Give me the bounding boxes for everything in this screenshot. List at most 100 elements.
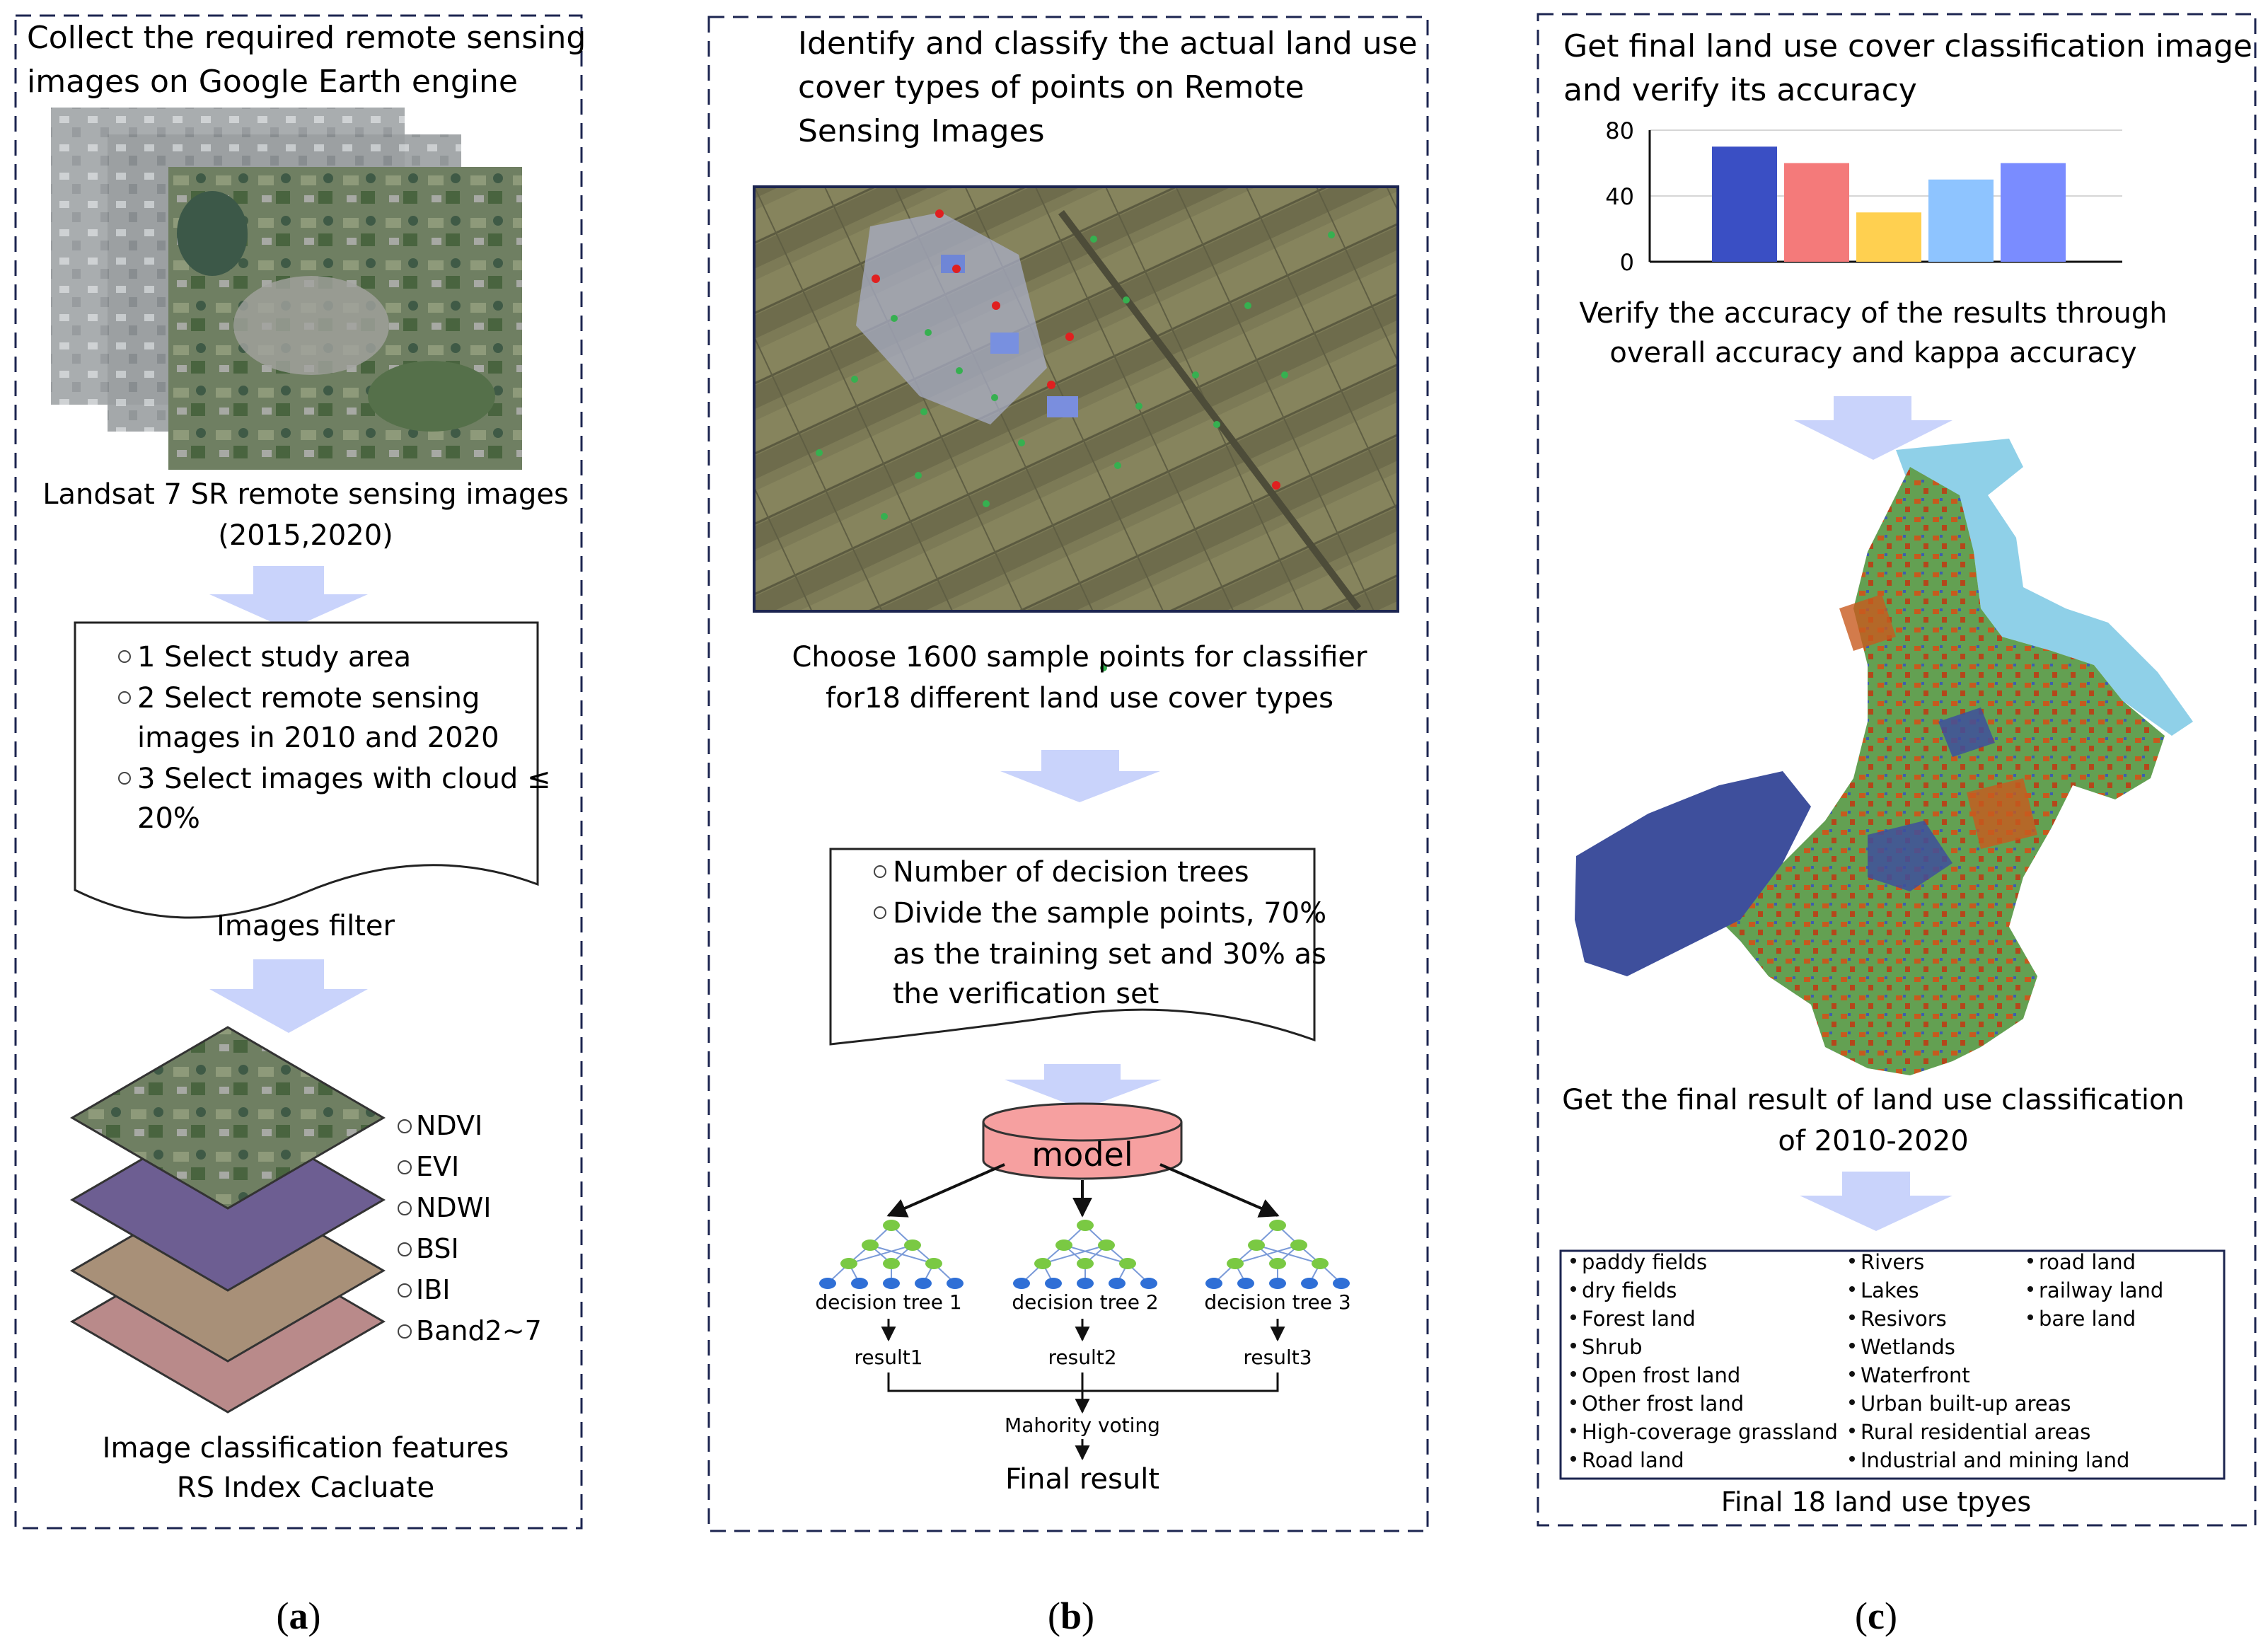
legend-item: Other frost land [1582, 1392, 1744, 1416]
result-line2: of 2010-2020 [1778, 1125, 1968, 1157]
tree-leaf-node [1237, 1278, 1254, 1289]
chart-bar [2001, 163, 2066, 262]
tree-leaf-node [1045, 1278, 1062, 1289]
chart-y-tick-label: 40 [1605, 183, 1634, 210]
decision-tree-group [819, 1220, 1350, 1289]
tree-leaf-node [947, 1278, 964, 1289]
panel-a-label: (a) [277, 1595, 321, 1637]
tree-node [840, 1258, 857, 1269]
result-3-label: result3 [1243, 1346, 1312, 1369]
tree-node [1248, 1239, 1265, 1251]
tree-node [1034, 1258, 1051, 1269]
settings-list: Number of decision trees Divide the samp… [874, 856, 1326, 1010]
tree-root-node [1269, 1220, 1286, 1231]
model-arrow-left [886, 1163, 1005, 1218]
classifier-settings-document [829, 848, 1316, 1046]
legend-item: Industrial and mining land [1861, 1448, 2129, 1472]
model-cylinder: model [982, 1102, 1183, 1180]
bullet-icon [118, 650, 131, 663]
panel-a-title-line2: images on Google Earth engine [27, 64, 518, 100]
bullet-icon [398, 1283, 412, 1298]
setting-decision-trees: Number of decision trees [893, 856, 1249, 889]
panel-b: Identify and classify the actual land us… [707, 16, 1429, 1637]
tree-leaf-node [1109, 1278, 1126, 1289]
panel-a: Collect the required remote sensing imag… [14, 14, 586, 1637]
tree-leaf-node [1077, 1278, 1094, 1289]
chart-bar [1784, 163, 1849, 262]
tree-root-node [1077, 1220, 1094, 1231]
tree-2-label: decision tree 2 [1012, 1290, 1158, 1314]
filter-item-list: 1 Select study area 2 Select remote sens… [118, 641, 551, 835]
bullet-icon [398, 1242, 412, 1256]
chart-bar [1856, 212, 1921, 262]
images-filter-caption: Images filter [216, 910, 395, 942]
landsat-image-stack [51, 108, 522, 470]
panel-b-label: (b) [1048, 1595, 1094, 1637]
result-line1: Get the final result of land use classif… [1562, 1084, 2185, 1116]
tree-node [883, 1258, 900, 1269]
model-arrow-right [1159, 1163, 1280, 1218]
tree-root-node [883, 1220, 900, 1231]
tree-node [1312, 1258, 1329, 1269]
tree-node [1269, 1258, 1286, 1269]
legend-item: Rural residential areas [1861, 1420, 2090, 1444]
panel-a-frame [14, 14, 583, 1530]
tree-leaf-node [883, 1278, 900, 1289]
legend-item: Wetlands [1861, 1335, 1955, 1359]
legend-item: railway land [2039, 1278, 2163, 1302]
legend-caption: Final 18 land use tpyes [1721, 1486, 2031, 1518]
filter-item-3-line2: 20% [137, 802, 200, 835]
bullet-icon [118, 772, 131, 785]
sample-points-image [753, 185, 1399, 671]
bullet-icon [398, 1119, 412, 1133]
legend-column-1: paddy fields dry fields Forest land Shru… [1570, 1250, 1838, 1472]
classification-map [1575, 439, 2193, 1075]
landsat-caption-line2: (2015,2020) [218, 519, 393, 552]
legend-item: bare land [2039, 1307, 2136, 1331]
voting-connector [887, 1372, 1279, 1392]
legend-item: High-coverage grassland [1582, 1420, 1838, 1444]
tree-node [862, 1239, 879, 1251]
map-lake [1575, 771, 1811, 976]
bullet-icon [398, 1201, 412, 1215]
legend-item: Road land [1582, 1448, 1684, 1472]
tree-leaf-node [1013, 1278, 1030, 1289]
feature-bsi: BSI [416, 1233, 459, 1264]
legend-box [1559, 1249, 2226, 1480]
legend-item: Urban built-up areas [1861, 1392, 2071, 1416]
decision-tree-2 [1013, 1220, 1157, 1289]
panel-b-title-line2: cover types of points on Remote [798, 69, 1304, 105]
feature-bands: Band2~7 [416, 1315, 542, 1346]
tree-node [1098, 1239, 1115, 1251]
bullet-icon [118, 691, 131, 704]
result-1-label: result1 [854, 1346, 922, 1369]
tree-node [1055, 1239, 1072, 1251]
sample-caption-line2: for18 different land use cover types [826, 682, 1333, 715]
filter-item-2-line2: images in 2010 and 2020 [137, 722, 499, 754]
panel-c-title-line1: Get final land use cover classification … [1563, 28, 2252, 64]
tree-leaf-node [915, 1278, 932, 1289]
legend-item: road land [2039, 1250, 2136, 1274]
legend-item: Waterfront [1861, 1363, 1970, 1387]
tree-node [1227, 1258, 1244, 1269]
tree-1-label: decision tree 1 [815, 1290, 961, 1314]
panel-c: Get final land use cover classification … [1537, 13, 2257, 1637]
down-arrow-icon [1000, 750, 1160, 802]
feature-ibi: IBI [416, 1274, 450, 1305]
legend-column-2: Rivers Lakes Resivors Wetlands Waterfron… [1849, 1250, 2129, 1472]
chart-y-tick-label: 0 [1620, 249, 1634, 276]
tree-node [925, 1258, 942, 1269]
legend-item: dry fields [1582, 1278, 1677, 1302]
ndvi-layer [70, 1026, 386, 1210]
tree-node [1290, 1239, 1307, 1251]
down-arrow-icon [209, 566, 368, 630]
feature-list: NDVI EVI NDWI BSI IBI Band2~7 [398, 1110, 542, 1346]
tree-node [1077, 1258, 1094, 1269]
panel-b-frame [707, 16, 1429, 1532]
tree-node [904, 1239, 921, 1251]
tree-leaf-node [1333, 1278, 1350, 1289]
map-land [1712, 467, 2165, 1075]
panel-c-label: (c) [1855, 1595, 1897, 1637]
legend-item: Rivers [1861, 1250, 1924, 1274]
